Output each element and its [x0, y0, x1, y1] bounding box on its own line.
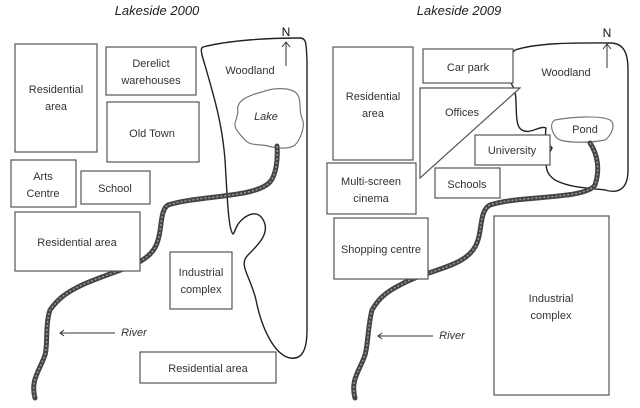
- woodland-label-2000: Woodland: [225, 65, 274, 77]
- car-park-2009: [422, 48, 514, 84]
- pond-2009: [551, 116, 614, 143]
- car-park-label: Car park: [447, 62, 490, 74]
- university-2009: [474, 134, 551, 166]
- school-2000: [80, 170, 151, 205]
- multi-screen-cinema-2009: [326, 162, 417, 215]
- schools-label: Schools: [447, 179, 487, 191]
- map-title-2000: Lakeside 2000: [115, 3, 200, 18]
- residential-area-nw-2000: [14, 43, 98, 153]
- offices-2009: [419, 87, 522, 180]
- arts-centre-2000: [10, 159, 77, 208]
- map-title-2009: Lakeside 2009: [417, 3, 502, 18]
- lake-2000: [234, 88, 304, 149]
- north-arrow-icon-2009: N: [602, 26, 612, 68]
- woodland-2009: [505, 42, 629, 192]
- old-town-2000: [106, 101, 200, 163]
- residential-area-2009: [332, 46, 414, 161]
- woodland-label-2009: Woodland: [541, 67, 590, 79]
- river-label-2009: River: [439, 330, 466, 342]
- derelict-warehouses-2000: [105, 46, 197, 96]
- residential-area-w-2000: [14, 211, 141, 272]
- residential-area-s-label: Residential area: [168, 363, 248, 375]
- university-label: University: [488, 145, 537, 157]
- residential-area-w-label: Residential area: [37, 237, 117, 249]
- old-town-label: Old Town: [129, 128, 175, 140]
- industrial-complex-2000: [169, 251, 233, 310]
- lake-label: Lake: [254, 111, 278, 123]
- svg-text:N: N: [282, 25, 291, 39]
- pond-label: Pond: [572, 124, 598, 136]
- river-label-2000: River: [121, 327, 148, 339]
- river-arrow-icon-2009: [377, 332, 433, 340]
- school-label: School: [98, 183, 132, 195]
- svg-text:N: N: [603, 26, 612, 40]
- industrial-complex-2009: [493, 215, 610, 396]
- river-arrow-icon-2000: [59, 329, 115, 337]
- offices-label: Offices: [445, 107, 480, 119]
- shopping-centre-label: Shopping centre: [341, 244, 421, 256]
- residential-area-s-2000: [139, 351, 277, 384]
- shopping-centre-2009: [333, 217, 429, 280]
- schools-2009: [434, 167, 501, 199]
- north-arrow-icon-2000: N: [281, 25, 291, 66]
